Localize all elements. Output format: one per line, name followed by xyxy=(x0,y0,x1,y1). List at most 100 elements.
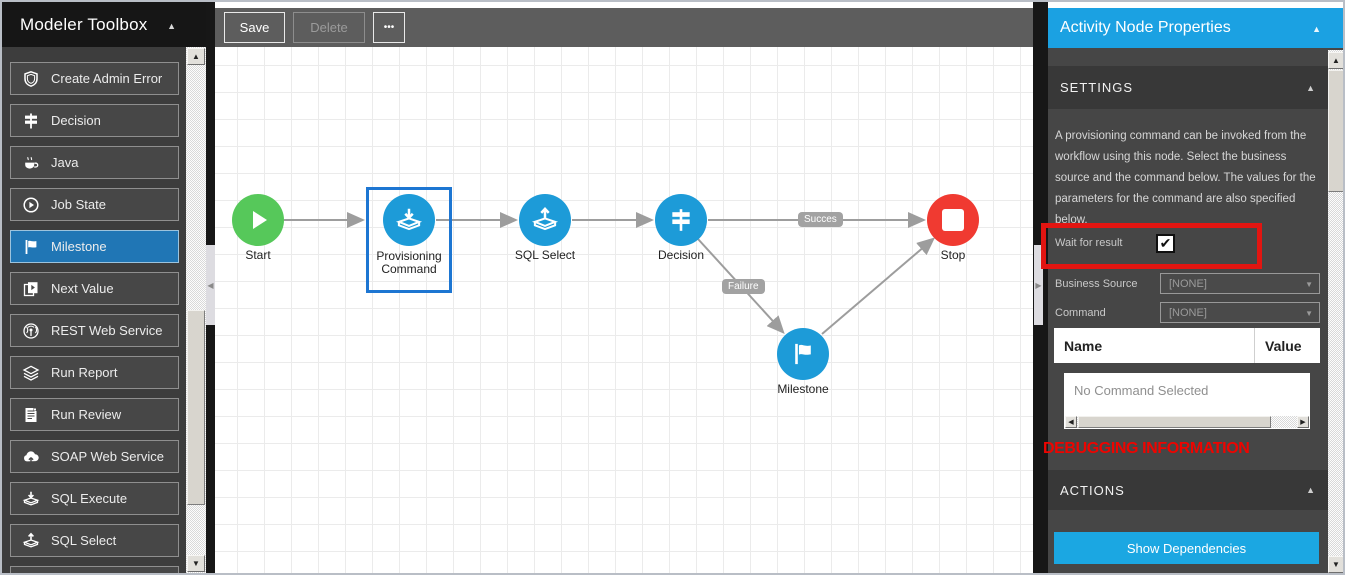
collapse-properties-icon[interactable]: ▲ xyxy=(1312,24,1321,34)
scroll-left-icon: ◀ xyxy=(1068,419,1074,426)
toolbox-item-sql-select[interactable]: SQL Select xyxy=(10,524,179,557)
node-label: Decision xyxy=(657,248,705,262)
collapse-actions-icon[interactable]: ▲ xyxy=(1306,485,1315,495)
toolbox-item-soap-web-service[interactable]: SOAP Web Service xyxy=(10,440,179,473)
command-label: Command xyxy=(1055,307,1106,319)
toolbox-item-job-state[interactable]: Job State xyxy=(10,188,179,221)
collapse-left-icon: ◀ xyxy=(207,280,214,290)
actions-section-title: ACTIONS xyxy=(1060,482,1125,498)
scroll-down-icon: ▼ xyxy=(192,559,200,568)
show-dependencies-label: Show Dependencies xyxy=(1126,540,1247,556)
tray-download-icon xyxy=(21,489,41,509)
toolbox-item-label: Next Value xyxy=(51,281,114,296)
check-icon: ✔ xyxy=(1159,235,1172,251)
save-button-label: Save xyxy=(239,20,270,35)
actions-section-bar[interactable]: ACTIONS ▲ xyxy=(1048,470,1329,510)
toolbox-item-create-admin-error[interactable]: Create Admin Error xyxy=(10,62,179,95)
toolbox-item-run-report[interactable]: Run Report xyxy=(10,356,179,389)
node-milestone[interactable] xyxy=(777,328,829,380)
pages-play-icon xyxy=(21,279,41,299)
workflow-edges xyxy=(284,212,936,335)
toolbox-item-rest-web-service[interactable]: REST Web Service xyxy=(10,314,179,347)
node-label: SQL Select xyxy=(514,248,576,262)
scroll-down-button[interactable]: ▼ xyxy=(1328,556,1343,573)
business-source-dropdown[interactable]: [NONE] ▼ xyxy=(1160,273,1320,294)
scroll-down-button[interactable]: ▼ xyxy=(187,555,205,572)
settings-description: A provisioning command can be invoked fr… xyxy=(1055,130,1316,226)
properties-scrollbar[interactable]: ▲ ▼ xyxy=(1328,50,1343,573)
command-dropdown[interactable]: [NONE] ▼ xyxy=(1160,302,1320,323)
toolbox-item-decision[interactable]: Decision xyxy=(10,104,179,137)
delete-button[interactable]: Delete xyxy=(293,12,365,43)
save-button[interactable]: Save xyxy=(224,12,285,43)
signpost-icon xyxy=(21,111,41,131)
edge-label-failure[interactable]: Failure xyxy=(722,279,765,294)
node-label: Stop xyxy=(940,248,966,262)
toolbox-item-partial[interactable] xyxy=(10,566,179,573)
scroll-right-button[interactable]: ▶ xyxy=(1297,416,1309,428)
parameters-empty-area: No Command Selected ◀ ▶ xyxy=(1064,373,1310,429)
settings-section-title: SETTINGS xyxy=(1060,80,1134,95)
more-actions-button[interactable]: ••• xyxy=(373,12,405,43)
dropdown-arrow-icon: ▼ xyxy=(1305,280,1313,289)
toolbox-title: Modeler Toolbox xyxy=(20,14,148,34)
toolbox-item-label: Run Report xyxy=(51,365,118,380)
scroll-left-button[interactable]: ◀ xyxy=(1065,416,1077,428)
toolbox-scrollbar[interactable]: ▲ ▼ xyxy=(186,47,206,573)
value-column-header: Value xyxy=(1265,337,1302,354)
toolbox-item-label: SOAP Web Service xyxy=(51,449,164,464)
name-column-header: Name xyxy=(1064,337,1103,354)
parameters-h-scrollbar[interactable]: ◀ ▶ xyxy=(1065,416,1309,428)
toolbox-item-label: Create Admin Error xyxy=(51,71,163,86)
flag-icon xyxy=(21,237,41,257)
toolbox-item-label: Decision xyxy=(51,113,101,128)
collapse-toolbox-icon[interactable]: ▲ xyxy=(167,21,176,31)
collapse-settings-icon[interactable]: ▲ xyxy=(1306,82,1315,93)
coffee-icon xyxy=(21,153,41,173)
collapse-left-panel-handle[interactable]: ◀ xyxy=(206,245,215,325)
toolbox-item-sql-execute[interactable]: SQL Execute xyxy=(10,482,179,515)
properties-panel-title: Activity Node Properties xyxy=(1060,19,1231,36)
workflow-canvas[interactable]: Start Provisioning Command SQL Select De… xyxy=(215,47,1033,573)
wait-for-result-checkbox[interactable]: ✔ xyxy=(1156,234,1175,253)
delete-button-label: Delete xyxy=(310,20,348,35)
tray-upload-icon xyxy=(531,206,559,231)
settings-section-bar[interactable]: SETTINGS ▲ xyxy=(1048,66,1329,109)
cloud-upload-icon xyxy=(21,447,41,467)
toolbox-sidebar: Create Admin Error Decision Java Job Sta… xyxy=(2,47,206,573)
node-start[interactable] xyxy=(232,194,284,246)
scroll-up-button[interactable]: ▲ xyxy=(187,48,205,65)
toolbox-item-run-review[interactable]: Run Review xyxy=(10,398,179,431)
toolbox-item-milestone[interactable]: Milestone xyxy=(10,230,179,263)
scrollbar-thumb[interactable] xyxy=(187,310,205,505)
edge-label-succes[interactable]: Succes xyxy=(798,212,843,227)
toolbox-item-label: Java xyxy=(51,155,79,170)
ellipsis-icon: ••• xyxy=(383,22,395,33)
scroll-up-button[interactable]: ▲ xyxy=(1328,52,1343,69)
collapse-right-panel-handle[interactable]: ▶ xyxy=(1034,245,1043,325)
toolbox-item-next-value[interactable]: Next Value xyxy=(10,272,179,305)
node-stop[interactable] xyxy=(927,194,979,246)
toolbox-item-java[interactable]: Java xyxy=(10,146,179,179)
toolbox-item-label: Job State xyxy=(51,197,106,212)
properties-panel: Activity Node Properties ▲ SETTINGS ▲ A … xyxy=(1048,8,1343,573)
column-divider xyxy=(1254,328,1255,363)
flag-icon xyxy=(795,343,811,365)
business-source-label: Business Source xyxy=(1055,278,1138,290)
show-dependencies-button[interactable]: Show Dependencies xyxy=(1054,532,1319,564)
properties-panel-header: Activity Node Properties ▲ xyxy=(1048,8,1343,48)
wait-for-result-label: Wait for result xyxy=(1055,237,1123,249)
h-scrollbar-thumb[interactable] xyxy=(1078,416,1271,428)
play-icon xyxy=(253,211,267,229)
toolbox-item-label: Run Review xyxy=(51,407,122,422)
shield-icon xyxy=(21,69,41,89)
node-selection-outline xyxy=(366,187,452,293)
dropdown-arrow-icon: ▼ xyxy=(1305,309,1313,318)
node-provisioning-command[interactable] xyxy=(383,194,435,246)
node-sql-select[interactable] xyxy=(519,194,571,246)
stop-square-icon xyxy=(942,209,964,231)
scrollbar-thumb[interactable] xyxy=(1328,70,1343,192)
signpost-icon xyxy=(672,209,690,231)
node-decision[interactable] xyxy=(655,194,707,246)
